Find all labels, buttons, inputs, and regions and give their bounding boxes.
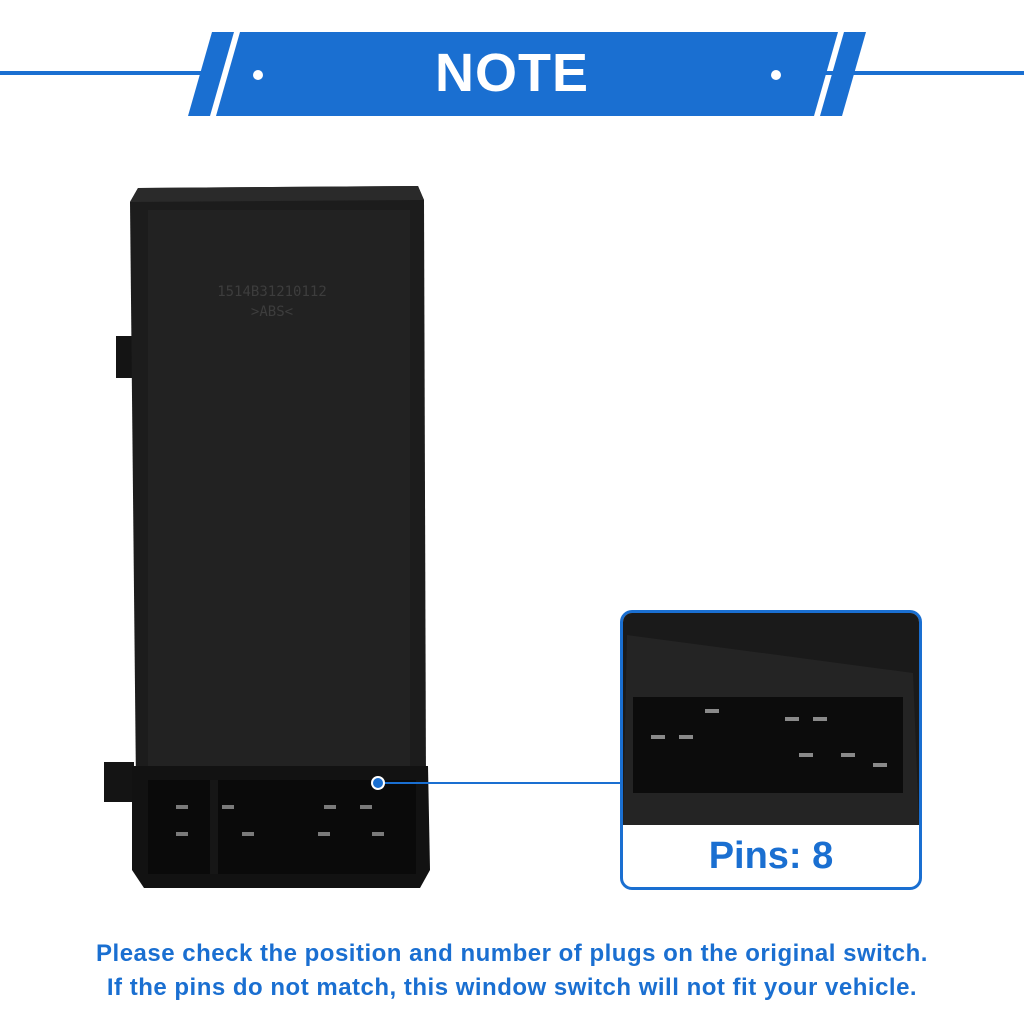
banner-stripe-left xyxy=(188,32,234,116)
connector-pin xyxy=(222,805,234,809)
closeup-pin xyxy=(841,753,855,757)
material-emboss: >ABS< xyxy=(250,304,294,320)
part-number-emboss: 1514B31210112 xyxy=(217,284,327,300)
connector-pin xyxy=(324,805,336,809)
banner-dot-right xyxy=(771,70,781,80)
closeup-pin xyxy=(873,763,887,767)
banner-title: NOTE xyxy=(434,43,589,103)
connector-divider xyxy=(210,780,218,874)
connector-pin xyxy=(242,832,254,836)
side-tab-top xyxy=(116,336,134,378)
connector-pin xyxy=(176,805,188,809)
banner-shape xyxy=(188,32,866,116)
closeup-pin xyxy=(799,753,813,757)
footer-notice-line-1: Please check the position and number of … xyxy=(96,940,928,967)
connector-closeup-image xyxy=(623,613,919,825)
banner-stripe-right xyxy=(820,32,866,116)
window-switch-image xyxy=(104,186,430,888)
pins-count-label: Pins: 8 xyxy=(708,834,834,877)
banner-body xyxy=(216,32,838,116)
callout-pointer xyxy=(371,776,622,790)
banner-line-right xyxy=(812,71,1024,75)
closeup-pins xyxy=(651,709,887,767)
closeup-pin xyxy=(785,717,799,721)
closeup-pin xyxy=(679,735,693,739)
connector-cavity xyxy=(148,780,416,874)
footer-notice-line-2: If the pins do not match, this window sw… xyxy=(106,974,918,1001)
closeup-cavity xyxy=(633,697,903,793)
connector-pin xyxy=(318,832,330,836)
switch-face-highlight xyxy=(148,210,410,770)
closeup-pin xyxy=(705,709,719,713)
banner-dot-left xyxy=(253,70,263,80)
connector-pin xyxy=(372,832,384,836)
closeup-pin xyxy=(813,717,827,721)
connector-pin xyxy=(360,805,372,809)
banner-line-left xyxy=(0,71,212,75)
connector-detail-inset: Pins: 8 xyxy=(620,610,922,890)
connector-pins xyxy=(176,805,384,836)
closeup-pin xyxy=(651,735,665,739)
switch-top-edge xyxy=(130,186,424,202)
side-tab-bottom xyxy=(104,762,134,802)
connector-pin xyxy=(176,832,188,836)
callout-dot xyxy=(371,776,385,790)
